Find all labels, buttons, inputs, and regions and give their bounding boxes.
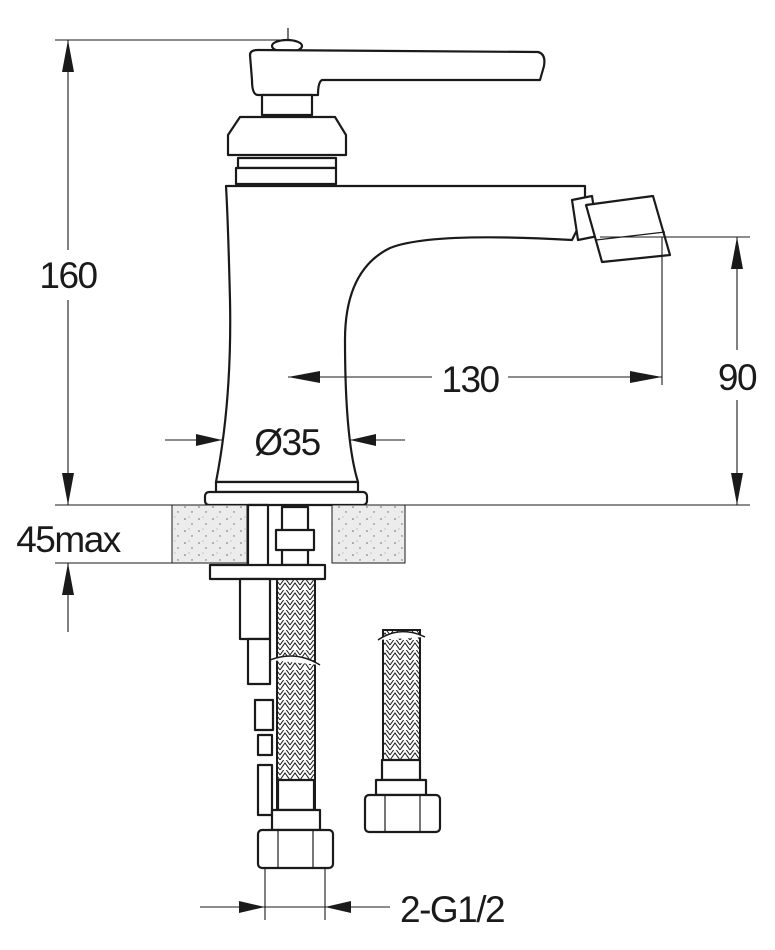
- dimension-deck-thickness: 45max: [16, 519, 172, 632]
- dimension-label-45max: 45max: [16, 519, 122, 560]
- countertop-section: [171, 504, 406, 564]
- dimension-label-160: 160: [39, 255, 97, 296]
- dimension-label-connection: 2-G1/2: [400, 889, 504, 930]
- dimension-spout-height: 90: [600, 236, 765, 505]
- supply-hose-2: [363, 629, 442, 834]
- dimension-total-height: 160: [30, 39, 750, 506]
- dimension-spout-reach: 130: [288, 237, 663, 400]
- aerator: [570, 194, 672, 264]
- dimension-connection: 2-G1/2: [200, 868, 506, 930]
- mounting-hardware: [208, 503, 327, 817]
- lever-handle: [248, 38, 546, 117]
- handle-collar: [226, 115, 348, 186]
- dimension-label-90: 90: [718, 357, 757, 398]
- dimension-label-130: 130: [441, 359, 499, 400]
- dimension-label-diameter: Ø35: [254, 422, 320, 463]
- faucet-body: [214, 184, 587, 484]
- faucet-base: [203, 480, 369, 507]
- dimension-body-diameter: Ø35: [165, 422, 405, 463]
- supply-hose-1: [256, 578, 335, 870]
